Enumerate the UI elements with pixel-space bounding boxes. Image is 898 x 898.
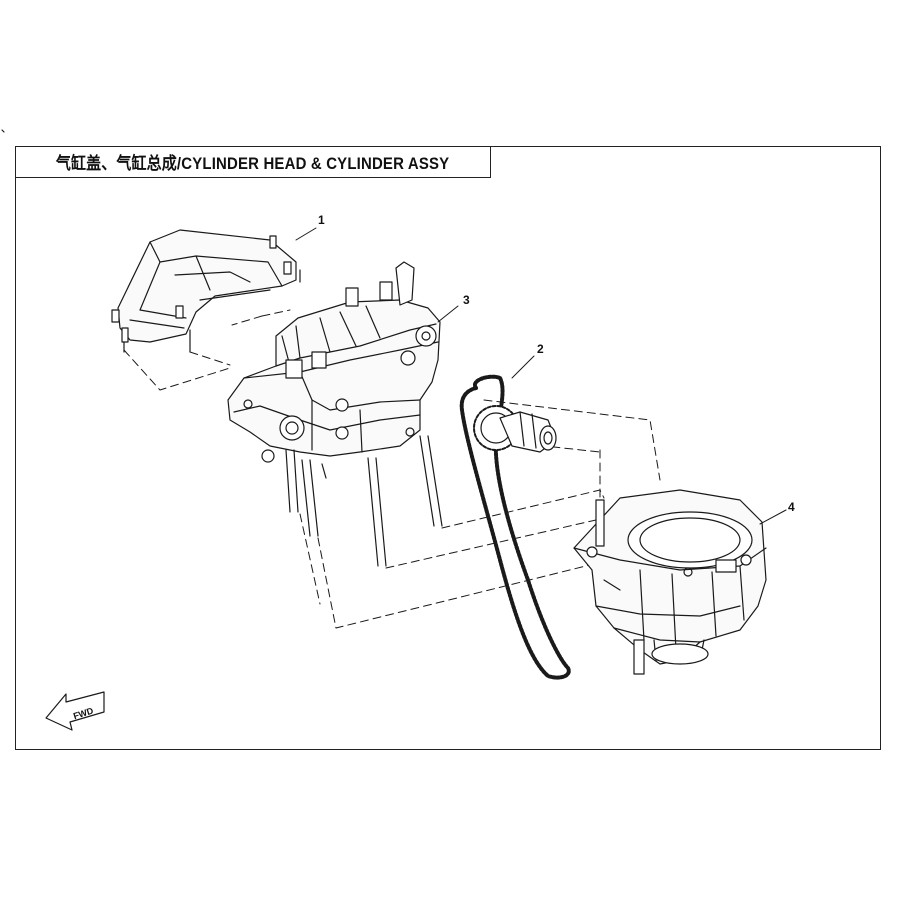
fwd-arrow-icon: [45, 691, 105, 731]
callout-3: 3: [463, 293, 470, 307]
diagram-title: 气缸盖、气缸总成/CYLINDER HEAD & CYLINDER ASSY: [55, 154, 450, 173]
cylinder-head-icon: [227, 261, 459, 567]
title-box: 气缸盖、气缸总成/CYLINDER HEAD & CYLINDER ASSY: [15, 146, 491, 178]
callout-2: 2: [537, 342, 544, 356]
callout-1: 1: [318, 213, 325, 227]
callout-4: 4: [788, 500, 795, 514]
cylinder-head-cover-icon: [111, 227, 317, 353]
cylinder-block-icon: [573, 489, 787, 675]
diagram-frame: [15, 146, 881, 750]
timing-chain-camshaft-icon: [459, 355, 571, 680]
